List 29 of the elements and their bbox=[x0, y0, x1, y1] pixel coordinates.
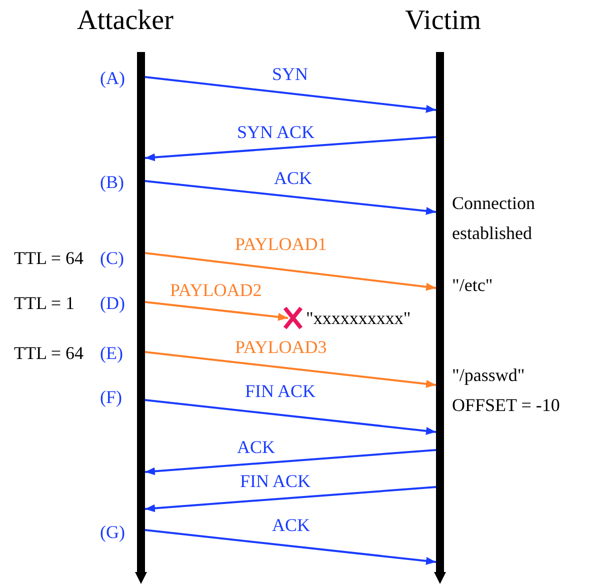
note: Connection established bbox=[452, 192, 536, 245]
arrow bbox=[144, 301, 288, 321]
step-letter: (G) bbox=[100, 522, 125, 542]
step-letter: (B) bbox=[100, 172, 124, 192]
ttl-value: TTL = 64 bbox=[14, 343, 84, 363]
arrow bbox=[144, 449, 436, 476]
arrow bbox=[144, 486, 436, 512]
ttl-value: TTL = 1 bbox=[14, 293, 74, 313]
lifeline bbox=[135, 52, 147, 584]
arrow bbox=[144, 136, 436, 162]
lifeline-title: Victim bbox=[405, 6, 482, 36]
lifeline-title: Attacker bbox=[77, 6, 174, 36]
ttl-value: TTL = 64 bbox=[14, 248, 84, 268]
arrow bbox=[144, 399, 436, 435]
note: OFFSET = -10 bbox=[452, 395, 560, 415]
lifeline bbox=[434, 52, 446, 584]
note: "xxxxxxxxxx" bbox=[306, 308, 411, 328]
arrow bbox=[144, 180, 436, 215]
note: "/passwd" bbox=[452, 365, 525, 385]
step-letter: (D) bbox=[100, 293, 125, 313]
arrow bbox=[144, 252, 436, 291]
note: "/etc" bbox=[452, 275, 493, 295]
step-letter: (F) bbox=[100, 387, 122, 407]
step-letter: (A) bbox=[100, 68, 125, 88]
step-letter: (E) bbox=[100, 343, 123, 363]
arrow bbox=[144, 351, 436, 388]
step-letter: (C) bbox=[100, 248, 124, 268]
arrow bbox=[144, 76, 436, 113]
arrow bbox=[144, 529, 436, 565]
